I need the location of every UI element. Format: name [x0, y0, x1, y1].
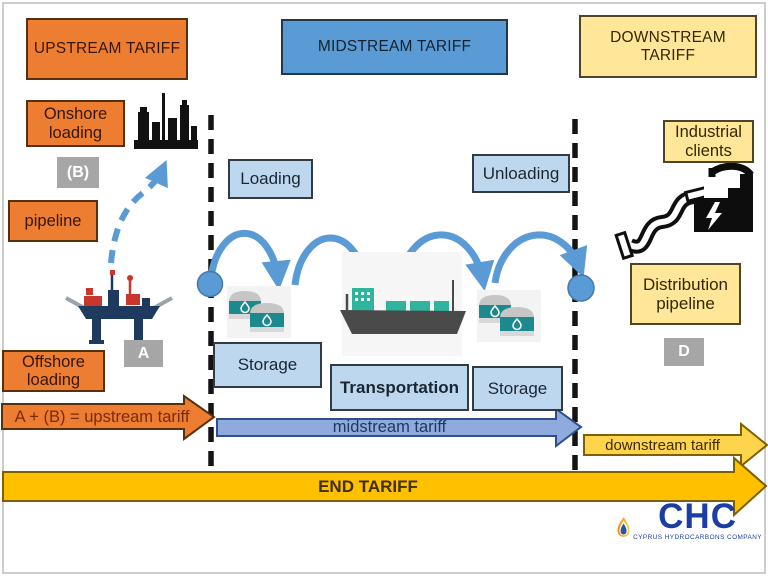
loading-box: Loading [228, 159, 313, 199]
offshore-loading-label: Offshore loading [22, 352, 85, 389]
storage-tanks-icon-right [472, 288, 546, 344]
midstream-tariff-arrow [216, 407, 583, 449]
loading-label: Loading [240, 169, 301, 189]
company-name: CYPRUS HYDROCARBONS COMPANY [633, 534, 762, 542]
chc-logo: CHC CYPRUS HYDROCARBONS COMPANY [616, 497, 762, 565]
downstream-tariff-header-label: DOWNSTREAM TARIFF [610, 29, 726, 64]
onshore-loading-label: Onshore loading [43, 105, 108, 142]
downstream-tariff-text: downstream tariff [605, 436, 720, 454]
upstream-tariff-arrow [1, 394, 216, 441]
label-d-text: D [678, 343, 690, 361]
unloading-label: Unloading [482, 163, 560, 183]
onshore-loading-box: Onshore loading [26, 100, 125, 147]
midstream-tariff-text: midstream tariff [332, 418, 447, 436]
storage-tanks-icon [226, 284, 292, 340]
transfer-node-left [196, 270, 224, 298]
label-b-text: (B) [66, 163, 90, 181]
downstream-tariff-header: DOWNSTREAM TARIFF [579, 15, 757, 78]
downstream-tariff-arrow [583, 421, 768, 469]
storage-right-label: Storage [487, 378, 548, 398]
label-d-badge: D [664, 338, 704, 366]
upstream-tariff-header-label: UPSTREAM TARIFF [33, 40, 181, 58]
upstream-tariff-header: UPSTREAM TARIFF [26, 18, 188, 80]
midstream-tariff-header-label: MIDSTREAM TARIFF [317, 38, 472, 56]
storage-left-label: Storage [237, 355, 298, 375]
downstream-tariff-arrow-label: downstream tariff [584, 434, 741, 456]
storage-left-box: Storage [213, 342, 322, 388]
distribution-pipeline-box: Distribution pipeline [630, 263, 741, 325]
label-a-text: A [137, 344, 150, 362]
cargo-ship-icon [336, 250, 468, 360]
offshore-to-onshore-flow-arrow [108, 159, 168, 264]
label-b-badge: (B) [57, 157, 99, 188]
industrial-clients-box: Industrial clients [663, 120, 754, 163]
unloading-box: Unloading [472, 154, 570, 193]
hop-arc-1 [207, 229, 291, 291]
upstream-tariff-text: A + (B) = upstream tariff [14, 407, 190, 426]
transfer-node-right [567, 274, 595, 302]
offshore-loading-box: Offshore loading [2, 350, 105, 392]
industrial-clients-label: Industrial clients [675, 123, 742, 160]
transportation-label: Transportation [339, 377, 459, 397]
end-tariff-arrow-label: END TARIFF [2, 474, 734, 500]
hop-arc-4 [491, 231, 588, 284]
upstream-tariff-arrow-label: A + (B) = upstream tariff [4, 404, 200, 430]
end-tariff-text: END TARIFF [318, 477, 418, 496]
company-acronym: CHC [658, 497, 737, 536]
distribution-pipeline-label: Distribution pipeline [642, 274, 729, 313]
pipeline-label: pipeline [24, 211, 82, 230]
flame-icon [617, 517, 630, 537]
offshore-platform-icon [60, 268, 178, 346]
refinery-icon [132, 92, 202, 152]
midstream-tariff-arrow-label: midstream tariff [217, 417, 562, 438]
transportation-box: Transportation [330, 364, 469, 411]
pipeline-box: pipeline [8, 200, 98, 242]
pipe-icon [614, 182, 704, 262]
factory-icon [686, 160, 762, 240]
storage-right-box: Storage [472, 366, 563, 411]
midstream-tariff-header: MIDSTREAM TARIFF [281, 19, 508, 75]
end-tariff-arrow [2, 455, 768, 518]
label-a-badge: A [124, 340, 163, 367]
